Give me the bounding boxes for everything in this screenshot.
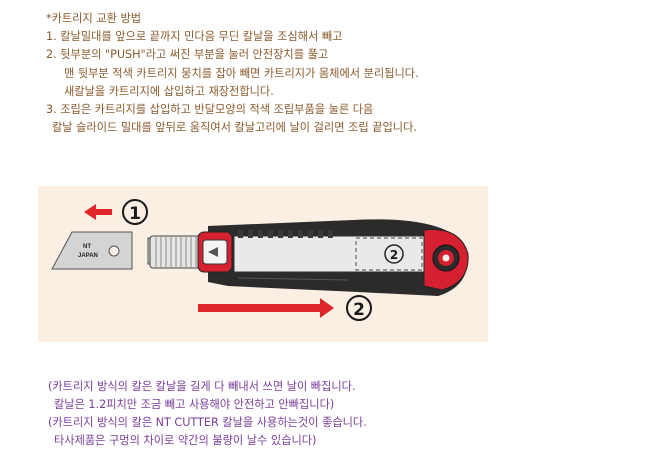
instruction-line-4: 새칼날을 카트리지에 삽입하고 재장전합니다. — [64, 84, 274, 98]
instruction-line-2: 2. 뒷부분의 "PUSH"라고 써진 부분을 눌러 안전장치를 풀고 — [46, 48, 329, 62]
note-line-3: (카트리지 방식의 칼은 NT CUTTER 칼날을 사용하는것이 좋습니다. — [48, 416, 367, 429]
instructions-heading: *카트리지 교환 방법 — [46, 12, 142, 25]
usage-notes: (카트리지 방식의 칼은 칼날을 길게 다 빼내서 쓰면 날이 빠집니다. 칼날… — [48, 378, 648, 450]
pull-out-arrow-icon — [84, 204, 112, 220]
instruction-line-3: 맨 뒷부분 적색 카트리지 뭉치를 잡아 빼면 카트리지가 몸체에서 분리됩니다… — [64, 66, 419, 80]
blade-brand-japan: JAPAN — [78, 253, 98, 259]
blade-brand-nt: NT — [83, 244, 91, 250]
note-line-2: 칼날은 1.2피치만 조금 빼고 사용해야 안전하고 안빠집니다) — [54, 398, 335, 411]
instruction-line-6: 칼날 슬라이드 밀대를 앞뒤로 움직여서 칼날고리에 날이 걸리면 조립 끝입니… — [52, 121, 417, 135]
cutter-diagram: 1 NT JAPAN — [51, 199, 469, 321]
note-line-4: 타사제품은 구멍의 차이로 약간의 불량이 날수 있습니다) — [54, 434, 317, 447]
blade-icon: NT JAPAN — [51, 231, 133, 270]
instruction-line-1: 1. 칼날밀대를 앞으로 끝까지 민다음 무딘 칼날을 조심해서 빼고 — [46, 30, 343, 44]
cutter-cartridge-illustration: 1 NT JAPAN — [38, 186, 488, 342]
step-1-label: 1 — [129, 204, 141, 224]
step-1-circle — [122, 199, 148, 225]
slider-teeth — [238, 230, 333, 238]
replacement-instructions: *카트리지 교환 방법 1. 칼날밀대를 앞으로 끝까지 민다음 무딘 칼날을 … — [46, 10, 646, 137]
step-2-label: 2 — [353, 300, 365, 320]
instruction-line-5: 3. 조립은 카트리지를 삽입하고 반달모양의 적색 조립부품을 눌른 다음 — [46, 103, 374, 117]
step-2-circle — [346, 295, 372, 321]
cartridge-step-label: 2 — [390, 248, 398, 262]
red-cartridge — [423, 229, 469, 291]
note-line-1: (카트리지 방식의 칼은 칼날을 길게 다 빼내서 쓰면 날이 빠집니다. — [48, 380, 356, 393]
push-in-arrow-icon — [198, 298, 334, 318]
cutter-body: 2 — [147, 219, 469, 296]
slider-button — [197, 231, 233, 273]
